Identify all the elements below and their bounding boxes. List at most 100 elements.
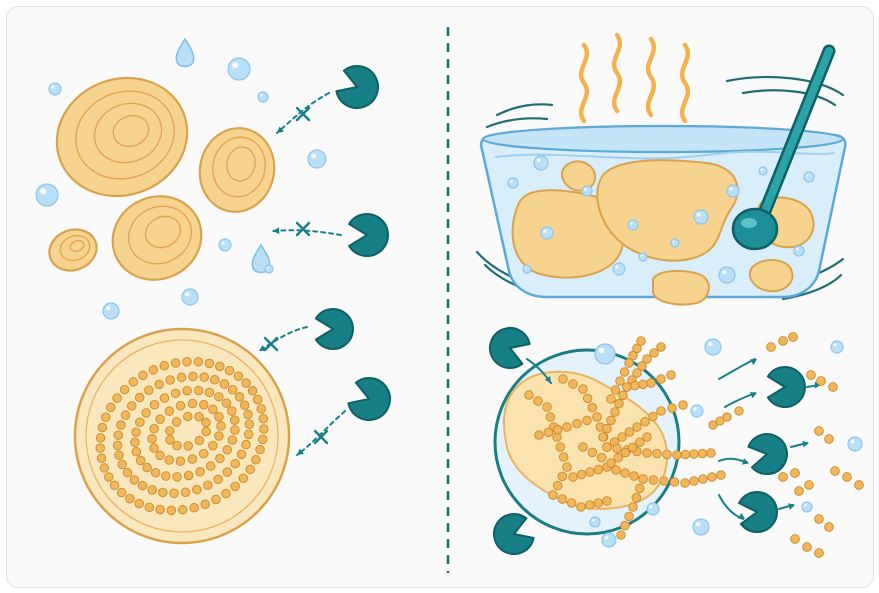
- glucose-bead: [588, 403, 597, 412]
- glucose-bead: [681, 450, 690, 459]
- bubble-icon: [848, 437, 862, 451]
- glucose-bead: [183, 412, 192, 421]
- glucose-bead: [167, 506, 176, 515]
- glucose-bead: [223, 468, 232, 477]
- glucose-bead: [170, 489, 179, 498]
- glucose-bead: [97, 454, 106, 463]
- glucose-bead: [831, 467, 840, 476]
- glucose-bead: [228, 436, 237, 445]
- glucose-bead: [184, 442, 193, 451]
- glucose-bead: [130, 476, 139, 485]
- starch-granule-large: [40, 60, 204, 214]
- glucose-bead: [579, 385, 588, 394]
- glucose-bead: [195, 412, 204, 421]
- glucose-bead: [621, 521, 630, 530]
- glucose-bead: [594, 465, 603, 474]
- glucose-bead: [708, 473, 717, 482]
- enzyme-pacman-icon: [348, 378, 390, 420]
- glucose-bead: [791, 469, 800, 478]
- glucose-bead: [215, 412, 224, 421]
- x-mark-icon: [265, 338, 277, 350]
- glucose-bead: [611, 408, 620, 417]
- glucose-bead: [188, 399, 197, 408]
- glucose-bead: [707, 449, 716, 458]
- glucose-bead: [205, 359, 214, 368]
- glucose-bead: [259, 414, 268, 423]
- glucose-bead: [618, 433, 627, 442]
- glucose-bead: [96, 444, 105, 453]
- arrow: [779, 503, 795, 510]
- glucose-bead: [795, 487, 804, 496]
- enzyme-pacman-icon: [768, 367, 805, 407]
- glucose-bead: [815, 427, 824, 436]
- bubble-icon: [36, 184, 58, 206]
- glucose-bead: [803, 543, 812, 552]
- arrow: [791, 441, 809, 448]
- glucose-bead: [113, 394, 122, 403]
- glucose-bead: [106, 403, 115, 412]
- glucose-bead: [176, 401, 185, 410]
- glucose-bead: [129, 378, 138, 387]
- glucose-bead: [242, 440, 251, 449]
- glucose-bead: [239, 474, 248, 483]
- glucose-bead: [165, 456, 174, 465]
- bubble-icon: [219, 239, 231, 251]
- glucose-bead: [237, 450, 246, 459]
- glucose-bead: [117, 421, 126, 430]
- glucose-bead: [637, 337, 646, 346]
- glucose-bead: [257, 405, 266, 414]
- glucose-bead: [586, 468, 595, 477]
- glucose-bead: [679, 401, 688, 410]
- bubble-icon: [628, 220, 638, 230]
- glucose-bead: [573, 419, 582, 428]
- glucose-bead: [143, 463, 152, 472]
- arrow: [719, 458, 749, 465]
- glucose-bead: [205, 388, 214, 397]
- bubble-icon: [258, 92, 268, 102]
- glucose-bead: [253, 395, 262, 404]
- starch-granule-round: [99, 182, 215, 294]
- glucose-bead: [159, 488, 168, 497]
- glucose-bead: [825, 523, 834, 532]
- bubble-icon: [582, 186, 592, 196]
- glucose-bead: [615, 399, 624, 408]
- glucose-bead: [171, 359, 180, 368]
- water-drop-icon: [176, 39, 193, 67]
- glucose-bead: [142, 409, 151, 418]
- glucose-bead: [583, 394, 592, 403]
- glucose-bead: [546, 413, 555, 422]
- glucose-bead: [96, 434, 105, 443]
- glucose-bead: [623, 383, 632, 392]
- glucose-bead: [558, 495, 567, 504]
- glucose-bead: [98, 423, 107, 432]
- bubble-icon: [691, 405, 703, 417]
- glucose-bead: [258, 435, 267, 444]
- glucose-bead: [156, 415, 165, 424]
- glucose-bead: [690, 477, 699, 486]
- glucose-bead: [231, 459, 240, 468]
- glucose-bead: [673, 451, 682, 460]
- bubble-icon: [508, 178, 518, 188]
- glucose-bead: [577, 470, 586, 479]
- glucose-bead: [194, 358, 203, 367]
- glucose-bead: [632, 493, 641, 502]
- bubble-icon: [613, 263, 625, 275]
- glucose-bead: [639, 475, 648, 484]
- glucose-bead: [115, 451, 124, 460]
- glucose-bead: [699, 475, 708, 484]
- glucose-bead: [556, 443, 565, 452]
- glucose-bead: [132, 428, 141, 437]
- bubble-icon: [602, 533, 616, 547]
- glucose-bead: [657, 343, 666, 352]
- glucose-bead: [223, 445, 232, 454]
- glucose-bead: [613, 444, 622, 453]
- glucose-bead: [779, 337, 788, 346]
- arrow: [297, 411, 345, 455]
- glucose-bead: [667, 371, 676, 380]
- glucose-bead: [616, 377, 625, 386]
- starch-granule-cross-section: [75, 329, 289, 543]
- enzyme-pacman-icon: [349, 214, 388, 256]
- glucose-bead: [643, 433, 652, 442]
- enzyme-pacman-icon: [490, 328, 530, 368]
- glucose-bead: [114, 431, 123, 440]
